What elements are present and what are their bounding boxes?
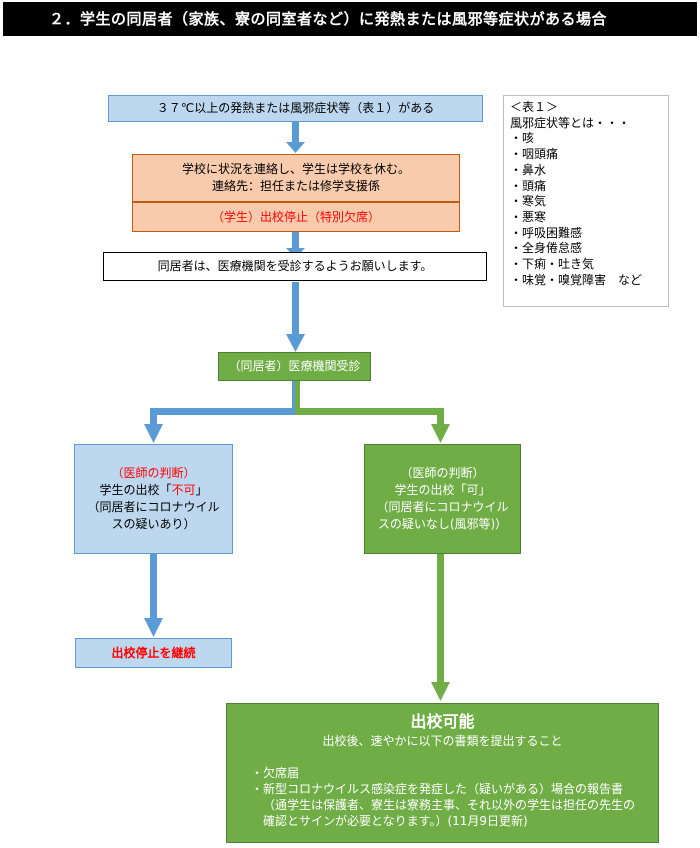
right-judgement-label: （医師の判断） [400,466,485,480]
document-item: ・欠席届 [251,766,300,780]
legend-item: ・鼻水 [510,162,547,177]
connector-step3-step4 [292,282,299,336]
step-contact-school: 学校に状況を連絡し、学生は学校を休む。 連絡先：担任または修学支援係 [132,154,460,202]
step-cohabitant-medical-visit: （同居者）医療機関受診 [218,352,371,381]
connector-step2-step3 [292,232,299,250]
left-attendance-line: 学生の出校「不可」 [99,482,207,499]
legend-item: ・頭痛 [510,178,547,193]
legend-item: ・味覚・嗅覚障害 など [510,272,643,287]
attendance-stop-label: （学生）出校停止（特別欠席） [211,209,380,224]
symptom-table-legend: ＜表１＞ 風邪症状等とは・・・ ・咳 ・咽頭痛 ・鼻水 ・頭痛 ・寒気 ・悪寒 … [503,95,669,307]
continue-stop-label: 出校停止を継続 [111,645,196,660]
page-title: ２．学生の同居者（家族、寮の同室者など）に発熱または風邪等症状がある場合 [3,2,697,36]
connector-left-result [150,554,157,620]
left-note-1: （同居者にコロナウイル [87,500,220,514]
connector-left-drop [150,408,157,426]
legend-item: ・咳 [510,131,535,146]
legend-intro: 風邪症状等とは・・・ [510,115,631,130]
connector-right-horizontal [295,408,444,415]
step-fever-symptoms-label: ３７℃以上の発熱または風邪症状等（表１）がある [156,101,435,115]
left-verdict: 不可 [171,483,196,497]
document-item-note: 確認とサインが必要となります。）(11月9日更新) [263,814,528,828]
legend-item: ・呼吸困難感 [510,225,583,240]
final-title: 出校可能 [410,712,475,731]
left-judgement-label: （医師の判断） [111,466,196,480]
arrowhead-step4 [286,334,305,352]
right-attendance-line: 学生の出校「可」 [394,483,491,497]
arrowhead-step2 [286,142,305,153]
required-documents-list: ・欠席届 ・新型コロナウイルス感染症を発症した（疑いがある）場合の報告書 （通学… [227,765,658,829]
connector-right-final [437,554,444,684]
visit-request-label: 同居者は、医療機関を受診するようお願いします。 [157,259,433,273]
medical-visit-label: （同居者）医療機関受診 [228,359,361,373]
legend-item: ・咽頭痛 [510,147,559,162]
document-item-note: （通学生は保護者、寮生は寮務主事、それ以外の学生は担任の先生の [263,798,636,812]
final-subtitle: 出校後、速やかに以下の書類を提出すること [322,734,563,748]
arrowhead-right-branch [431,424,450,443]
right-note-1: （同居者にコロナウイル [376,500,509,514]
left-line-prefix: 学生の出校「 [99,483,172,497]
arrowhead-left-branch [144,424,163,443]
right-note-2: スの疑いなし(風邪等)） [377,517,508,531]
left-note-2: スの疑いあり） [111,517,196,531]
legend-item: ・寒気 [510,194,547,209]
final-attendance-allowed: 出校可能 出校後、速やかに以下の書類を提出すること ・欠席届 ・新型コロナウイル… [226,703,659,843]
step-cohabitant-visit-request: 同居者は、医療機関を受診するようお願いします。 [103,252,487,281]
step-attendance-stop: （学生）出校停止（特別欠席） [132,202,460,232]
contact-line-2: 連絡先：担任または修学支援係 [211,179,380,193]
arrowhead-left-result [144,618,163,637]
result-continue-stop: 出校停止を継続 [75,638,232,668]
left-line-suffix: 」 [195,483,208,497]
connector-right-drop [437,408,444,426]
connector-left-horizontal [150,408,299,415]
branch-allowed: （医師の判断） 学生の出校「可」 （同居者にコロナウイル スの疑いなし(風邪等)… [364,444,521,554]
connector-split-stem-green [295,381,300,412]
branch-not-allowed: （医師の判断） 学生の出校「不可」 （同居者にコロナウイル スの疑いあり） [74,444,233,554]
legend-item: ・下痢・吐き気 [510,257,595,272]
legend-header: ＜表１＞ [510,100,559,114]
connector-step1-step2 [292,122,299,144]
legend-item: ・全身倦怠感 [510,241,583,256]
arrowhead-final [431,682,450,701]
step-fever-symptoms: ３７℃以上の発熱または風邪症状等（表１）がある [108,95,483,122]
contact-line-1: 学校に状況を連絡し、学生は学校を休む。 [181,162,410,176]
legend-item: ・悪寒 [510,209,547,224]
document-item: ・新型コロナウイルス感染症を発症した（疑いがある）場合の報告書 [251,782,624,796]
